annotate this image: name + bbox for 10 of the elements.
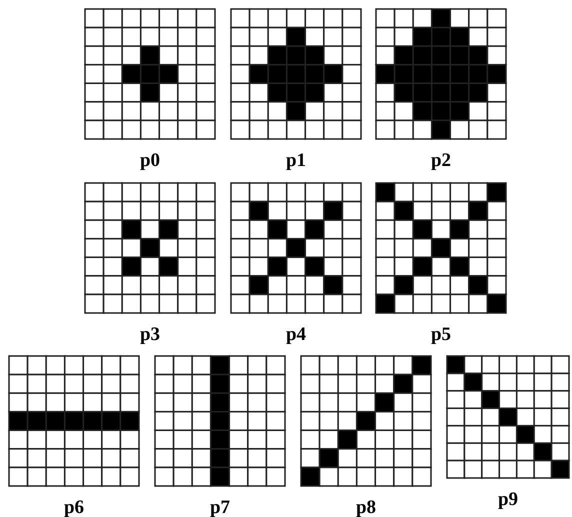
pattern-label: p9: [496, 489, 520, 511]
pattern-label: p6: [62, 497, 86, 517]
pattern-label: p7: [208, 497, 232, 517]
pattern-label: p2: [430, 150, 452, 172]
pattern-label: p1: [284, 150, 308, 172]
pattern-label: p4: [284, 324, 308, 346]
pattern-label: p3: [138, 324, 162, 346]
pattern-label: p5: [430, 324, 452, 346]
pattern-label: p8: [354, 497, 378, 517]
pattern-label: p0: [138, 150, 162, 172]
